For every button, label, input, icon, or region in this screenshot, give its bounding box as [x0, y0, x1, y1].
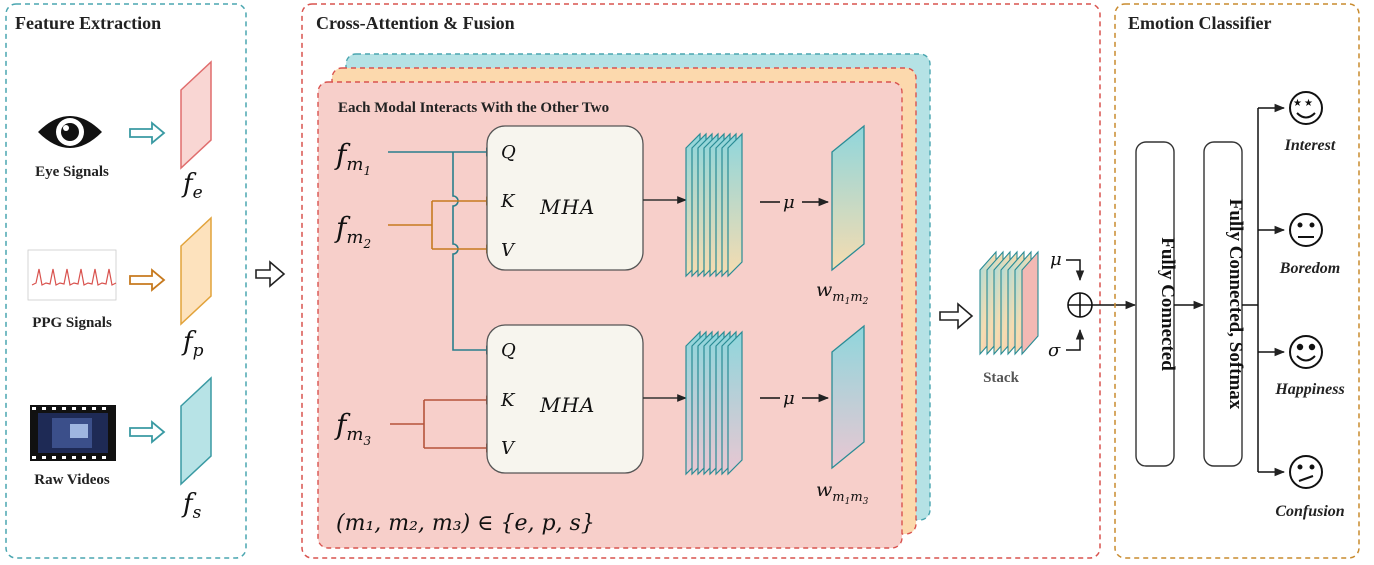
stack-mu-label: μ	[1050, 249, 1062, 270]
mha-top-q-label: Q	[501, 142, 516, 163]
emotion-confusion-label: Confusion	[1275, 503, 1344, 520]
cross-attention-title: Cross-Attention & Fusion	[316, 13, 515, 33]
svg-text:★: ★	[1293, 98, 1302, 109]
confused-face-icon	[1289, 455, 1323, 489]
stack-sigma-label: σ	[1048, 340, 1061, 361]
feature-fs-plane	[180, 376, 212, 486]
mha-bottom-k-label: K	[500, 390, 516, 411]
stack-sigma-arrow	[1066, 328, 1085, 351]
fm3-routing-lines	[390, 395, 498, 453]
feature-fe-plane	[180, 60, 212, 170]
feature-fe-label: fe	[181, 169, 203, 203]
stack-label: Stack	[983, 370, 1019, 386]
eye-feature-arrow	[129, 121, 166, 145]
feature-fp-plane	[180, 216, 212, 326]
modality-tuple-formula: (m₁, m₂, m₃) ∈ {e, p, s}	[336, 511, 595, 536]
weight-m1m2-label: wm1m2	[816, 279, 869, 307]
weight-plane-m1m2	[831, 124, 865, 272]
mha-block-bottom	[486, 324, 644, 474]
feature-extraction-title: Feature Extraction	[15, 13, 161, 33]
emotion-classifier-title: Emotion Classifier	[1128, 13, 1272, 33]
smiling-face-icon	[1289, 335, 1323, 369]
emotion-happiness-label: Happiness	[1274, 381, 1344, 398]
stack-mu-arrow	[1066, 259, 1085, 282]
weight-m1m3-label: wm1m3	[816, 479, 869, 507]
fm2-routing-lines	[388, 196, 498, 254]
fusion-stack	[979, 250, 1039, 356]
svg-text:★: ★	[1304, 98, 1313, 109]
weight-plane-m1m3	[831, 324, 865, 470]
feature-fs-label: fs	[181, 489, 202, 523]
modal-panel-front-pink	[317, 81, 903, 549]
mu-bottom-label: μ	[783, 388, 795, 409]
attention-output-stack-top	[685, 132, 743, 278]
attention-output-stack-bottom	[685, 330, 743, 476]
emotion-interest-label: Interest	[1284, 137, 1336, 154]
oplus-fusion-icon	[1067, 292, 1093, 318]
mha-block-top	[486, 125, 644, 271]
mha-top-v-label: V	[501, 240, 516, 261]
eye-signals-label: Eye Signals	[35, 164, 109, 180]
fully-connected-softmax-label: Fully Connected, Softmax	[1225, 199, 1246, 410]
ppg-feature-arrow	[129, 268, 166, 292]
video-film-icon	[30, 405, 116, 461]
to-fusion-arrow	[255, 260, 286, 288]
feature-fp-label: fp	[181, 327, 204, 361]
emotion-boredom-label: Boredom	[1279, 260, 1340, 277]
fully-connected-softmax-layer	[1203, 141, 1243, 467]
mha-top-label: MHA	[539, 195, 595, 219]
fm1-routing-lines	[388, 147, 498, 355]
ppg-signals-label: PPG Signals	[32, 315, 112, 331]
mha-bottom-q-label: Q	[501, 340, 516, 361]
star-eyes-face-icon: ★ ★	[1289, 91, 1323, 125]
ppg-waveform-icon	[27, 249, 117, 301]
fully-connected-layer	[1135, 141, 1175, 467]
mha-top-k-label: K	[500, 191, 516, 212]
to-stack-arrow	[939, 302, 974, 330]
feature-extraction-panel: Feature Extraction Eye Signals PPG Signa…	[5, 3, 247, 559]
eye-icon	[38, 116, 102, 148]
neutral-face-icon	[1289, 213, 1323, 247]
modal-interaction-title: Each Modal Interacts With the Other Two	[338, 100, 609, 116]
cross-attention-panel: Cross-Attention & Fusion Each Modal Inte…	[301, 3, 1101, 559]
mu-top-label: μ	[783, 192, 795, 213]
emotion-classifier-panel: Emotion Classifier Fully Connected Fully…	[1114, 3, 1360, 559]
video-feature-arrow	[129, 420, 166, 444]
fully-connected-label: Fully Connected	[1157, 237, 1178, 371]
mha-bottom-v-label: V	[501, 438, 516, 459]
raw-videos-label: Raw Videos	[34, 472, 110, 488]
mha-bottom-label: MHA	[539, 393, 595, 417]
